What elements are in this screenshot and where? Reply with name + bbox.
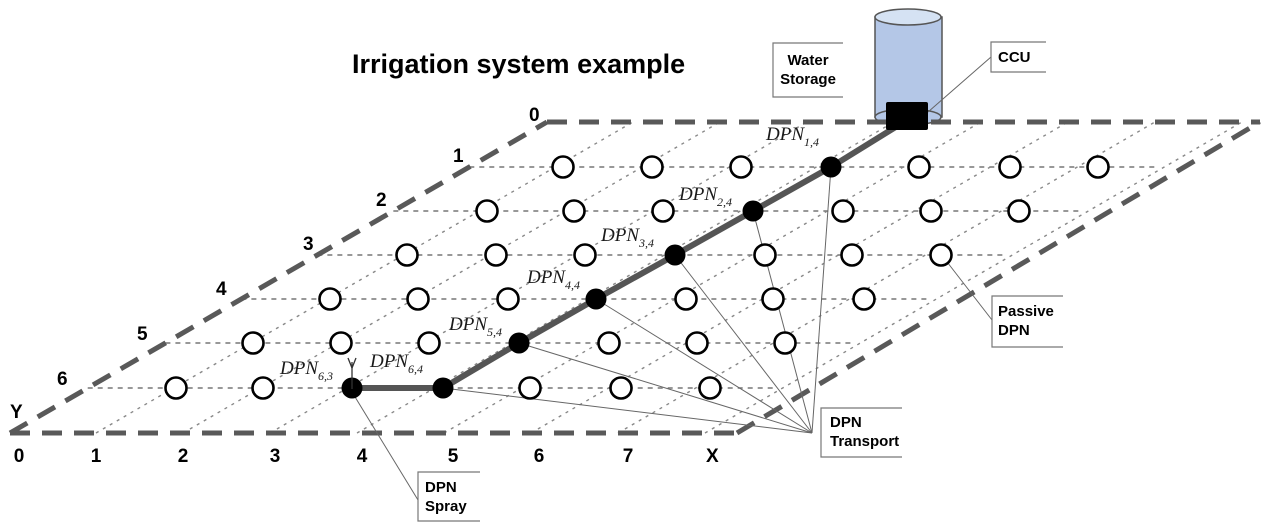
passive-dpn-node: [609, 376, 633, 400]
transport-leader: [674, 254, 813, 434]
passive-dpn-node: [475, 199, 499, 223]
passive-dpn-node: [753, 243, 777, 267]
y-axis-tick: 3: [303, 234, 314, 255]
x-axis-tick: 6: [534, 446, 545, 467]
active-dpn-label: DPN3,4: [600, 225, 654, 250]
dpn-nodes: [164, 155, 1110, 400]
x-axis-tick: 5: [448, 446, 459, 467]
callout-dpn-spray: DPN Spray: [417, 471, 480, 522]
active-dpn-node: [508, 332, 530, 354]
callout-water-storage-line1: Water: [787, 52, 828, 69]
x-axis-tick: 4: [357, 446, 368, 467]
y-axis-tick: 5: [137, 324, 148, 345]
active-dpn-label: DPN6,4: [369, 351, 423, 376]
y-axis-name: Y: [10, 402, 23, 423]
callout-water-storage: Water Storage: [772, 42, 843, 98]
x-axis-tick: 1: [91, 446, 102, 467]
active-dpn-label: DPN1,4: [765, 124, 819, 149]
active-dpn-label: DPN2,4: [678, 184, 732, 209]
passive-dpn-node: [998, 155, 1022, 179]
passive-dpn-node: [685, 331, 709, 355]
spray-leader: [351, 391, 419, 501]
active-dpn-node: [820, 156, 842, 178]
passive-dpn-node: [698, 376, 722, 400]
ccu-leader: [927, 56, 992, 113]
callout-leaders: [351, 56, 993, 501]
active-dpn-label: DPN4,4: [526, 267, 580, 292]
callout-dpn-transport-line1: DPN: [830, 414, 862, 431]
callout-water-storage-line2: Storage: [780, 71, 836, 88]
passive-dpn-node: [640, 155, 664, 179]
y-axis-tick: 6: [57, 369, 68, 390]
passive-dpn-node: [597, 331, 621, 355]
passive-dpn-node: [518, 376, 542, 400]
x-axis-tick: 2: [178, 446, 189, 467]
passive-dpn-node: [907, 155, 931, 179]
active-dpn-node: [742, 200, 764, 222]
callout-dpn-transport-line2: Transport: [830, 433, 899, 450]
passive-dpn-node: [929, 243, 953, 267]
x-axis-ticks: 0 1 2 3 4 5 6 7: [14, 446, 634, 467]
passive-dpn-node: [729, 155, 753, 179]
passive-dpn-node: [919, 199, 943, 223]
callout-passive-dpn: Passive DPN: [991, 295, 1063, 348]
y-axis-tick: 4: [216, 279, 227, 300]
passive-dpn-node: [164, 376, 188, 400]
callout-dpn-transport: DPN Transport: [820, 407, 902, 458]
active-dpn-label: DPN5,4: [448, 314, 502, 339]
y-axis-tick: 1: [453, 146, 464, 167]
passive-dpn-node: [417, 331, 441, 355]
y-axis-ticks: 0 1 2 3 4 5 6: [57, 105, 540, 390]
transport-leader: [518, 342, 813, 434]
passive-dpn-node: [761, 287, 785, 311]
x-axis-tick: 7: [623, 446, 634, 467]
transport-leader: [811, 166, 832, 434]
passive-dpn-node: [573, 243, 597, 267]
active-dpn-node: [664, 244, 686, 266]
callout-dpn-spray-line1: DPN: [425, 479, 457, 496]
y-axis-tick: 0: [529, 105, 540, 126]
passive-dpn-node: [773, 331, 797, 355]
passive-dpn-node: [562, 199, 586, 223]
x-axis-name: X: [706, 446, 719, 467]
passive-dpn-node: [840, 243, 864, 267]
passive-leader: [943, 257, 993, 321]
callout-passive-dpn-line1: Passive: [998, 303, 1054, 320]
passive-dpn-node: [651, 199, 675, 223]
passive-dpn-node: [484, 243, 508, 267]
y-axis-tick: 2: [376, 190, 387, 211]
passive-dpn-node: [831, 199, 855, 223]
water-pipe: [352, 117, 909, 391]
x-axis-tick: 3: [270, 446, 281, 467]
passive-dpn-node: [318, 287, 342, 311]
passive-dpn-node: [551, 155, 575, 179]
passive-dpn-node: [1007, 199, 1031, 223]
passive-dpn-node: [241, 331, 265, 355]
passive-dpn-node: [395, 243, 419, 267]
transport-leader: [595, 298, 813, 434]
callout-dpn-spray-line2: Spray: [425, 498, 467, 515]
passive-dpn-node: [251, 376, 275, 400]
passive-dpn-node: [852, 287, 876, 311]
callout-ccu-label: CCU: [998, 49, 1031, 66]
passive-dpn-node: [496, 287, 520, 311]
grid-column-line: [704, 121, 1243, 434]
passive-dpn-node: [329, 331, 353, 355]
active-dpn-label: DPN6,3: [279, 358, 333, 383]
passive-dpn-node: [406, 287, 430, 311]
callout-ccu: CCU: [990, 41, 1046, 73]
active-dpn-node: [432, 377, 454, 399]
passive-dpn-node: [674, 287, 698, 311]
active-dpn-node: [585, 288, 607, 310]
callout-passive-dpn-line2: DPN: [998, 322, 1030, 339]
spray-icon: [347, 357, 357, 389]
diagram-title: Irrigation system example: [352, 49, 685, 79]
ccu-unit: [886, 102, 928, 130]
transport-leader: [442, 387, 813, 434]
passive-dpn-node: [1086, 155, 1110, 179]
x-axis-tick: 0: [14, 446, 25, 467]
